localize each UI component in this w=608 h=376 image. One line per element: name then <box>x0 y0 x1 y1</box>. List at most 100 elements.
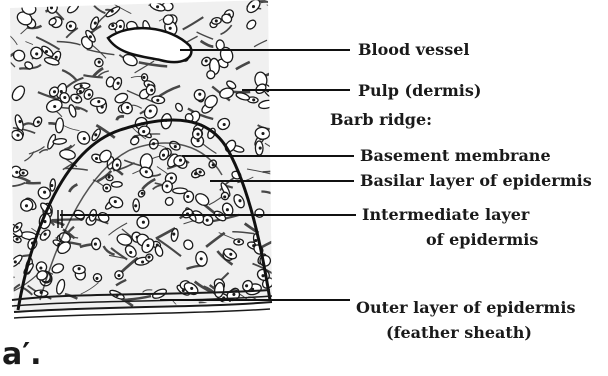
label-basilar-layer: Basilar layer of epidermis <box>360 172 592 190</box>
cell-nucleus <box>95 134 97 136</box>
cell-nucleus <box>163 154 165 156</box>
cell-nucleus <box>54 106 56 108</box>
cell-nucleus <box>108 176 110 178</box>
cell-nucleus <box>80 85 82 87</box>
label-outer-layer-cont: (feather sheath) <box>386 324 532 342</box>
label-blood-vessel: Blood vessel <box>358 41 469 59</box>
cell-nucleus <box>149 110 151 112</box>
cell-nucleus <box>120 26 122 28</box>
cell-nucleus <box>46 51 48 53</box>
cell-nucleus <box>143 77 145 79</box>
cell-nucleus <box>80 91 82 93</box>
cell-nucleus <box>90 36 92 38</box>
fiber-stroke <box>267 5 281 16</box>
cell-nucleus <box>145 171 147 173</box>
cell-nucleus <box>199 171 201 173</box>
cell-nucleus <box>14 261 16 263</box>
panel-label: a′. <box>2 338 42 372</box>
cell-nucleus <box>54 91 56 93</box>
cell-nucleus <box>262 275 264 277</box>
cell-nucleus <box>173 233 175 235</box>
cell-nucleus <box>253 99 255 101</box>
cell-nucleus <box>98 61 100 63</box>
cell-nucleus <box>70 25 72 27</box>
cell-nucleus <box>253 6 255 8</box>
cell-nucleus <box>148 256 150 258</box>
cell-nucleus <box>157 99 159 101</box>
cell-nucleus <box>51 7 53 9</box>
cell-nucleus <box>197 133 199 135</box>
cell-nucleus <box>255 240 257 242</box>
cell-nucleus <box>169 27 171 29</box>
cell-outline <box>255 208 265 217</box>
cell-nucleus <box>111 10 113 12</box>
cell-nucleus <box>127 107 129 109</box>
cell-nucleus <box>180 159 182 161</box>
cell-nucleus <box>26 205 28 207</box>
cell-nucleus <box>118 275 120 277</box>
cell-nucleus <box>22 172 24 174</box>
cell-nucleus <box>141 192 143 194</box>
cell-nucleus <box>166 185 168 187</box>
cell-nucleus <box>37 121 39 123</box>
cell-nucleus <box>78 268 80 270</box>
cell-nucleus <box>106 187 108 189</box>
cell-nucleus <box>205 60 207 62</box>
cell-nucleus <box>117 82 119 84</box>
label-outer-layer: Outer layer of epidermis <box>356 299 575 317</box>
cell-nucleus <box>171 177 173 179</box>
cell-nucleus <box>238 241 240 243</box>
cell-nucleus <box>98 101 100 103</box>
cell-nucleus <box>114 201 116 203</box>
cell-nucleus <box>147 245 149 247</box>
cell-nucleus <box>96 278 98 280</box>
tissue-section-drawing <box>0 0 287 320</box>
cell-nucleus <box>252 288 254 290</box>
cell-nucleus <box>143 221 145 223</box>
cell-nucleus <box>44 221 46 223</box>
cell-nucleus <box>44 191 46 193</box>
fiber-stroke <box>52 219 80 220</box>
cell-nucleus <box>224 196 226 198</box>
cell-nucleus <box>157 6 159 8</box>
cell-outline <box>111 182 122 188</box>
cell-nucleus <box>259 147 261 149</box>
cell-nucleus <box>96 158 98 160</box>
cell-nucleus <box>19 121 21 123</box>
label-intermediate-layer: Intermediate layer <box>362 206 529 224</box>
fiber-stroke <box>213 307 224 308</box>
cell-nucleus <box>230 253 232 255</box>
cell-nucleus <box>116 164 118 166</box>
cell-nucleus <box>130 252 132 254</box>
label-basement-membrane: Basement membrane <box>360 147 551 165</box>
cell-nucleus <box>95 243 97 245</box>
cell-nucleus <box>223 124 225 126</box>
cell-nucleus <box>94 22 96 24</box>
cell-nucleus <box>36 53 38 55</box>
cell-nucleus <box>16 226 18 228</box>
fiber-stroke <box>6 275 15 278</box>
cell-nucleus <box>51 185 53 187</box>
cell-nucleus <box>151 89 153 91</box>
cell-nucleus <box>199 93 201 95</box>
cell-nucleus <box>40 267 42 269</box>
cell-nucleus <box>55 56 57 58</box>
cell-nucleus <box>182 290 184 292</box>
cell-nucleus <box>16 238 18 240</box>
label-barb-ridge: Barb ridge: <box>330 111 432 129</box>
cell-nucleus <box>60 91 62 93</box>
cell-nucleus <box>233 294 235 296</box>
label-pulp: Pulp (dermis) <box>358 82 481 100</box>
label-intermediate-layer-cont: of epidermis <box>426 231 538 249</box>
cell-nucleus <box>246 285 248 287</box>
cell-nucleus <box>17 134 19 136</box>
cell-nucleus <box>191 288 193 290</box>
cell-nucleus <box>64 97 66 99</box>
cell-nucleus <box>76 97 78 99</box>
cell-nucleus <box>215 20 217 22</box>
cell-nucleus <box>143 131 145 133</box>
cell-nucleus <box>239 200 241 202</box>
cell-nucleus <box>262 133 264 135</box>
cell-nucleus <box>83 138 85 140</box>
cell-nucleus <box>227 209 229 211</box>
